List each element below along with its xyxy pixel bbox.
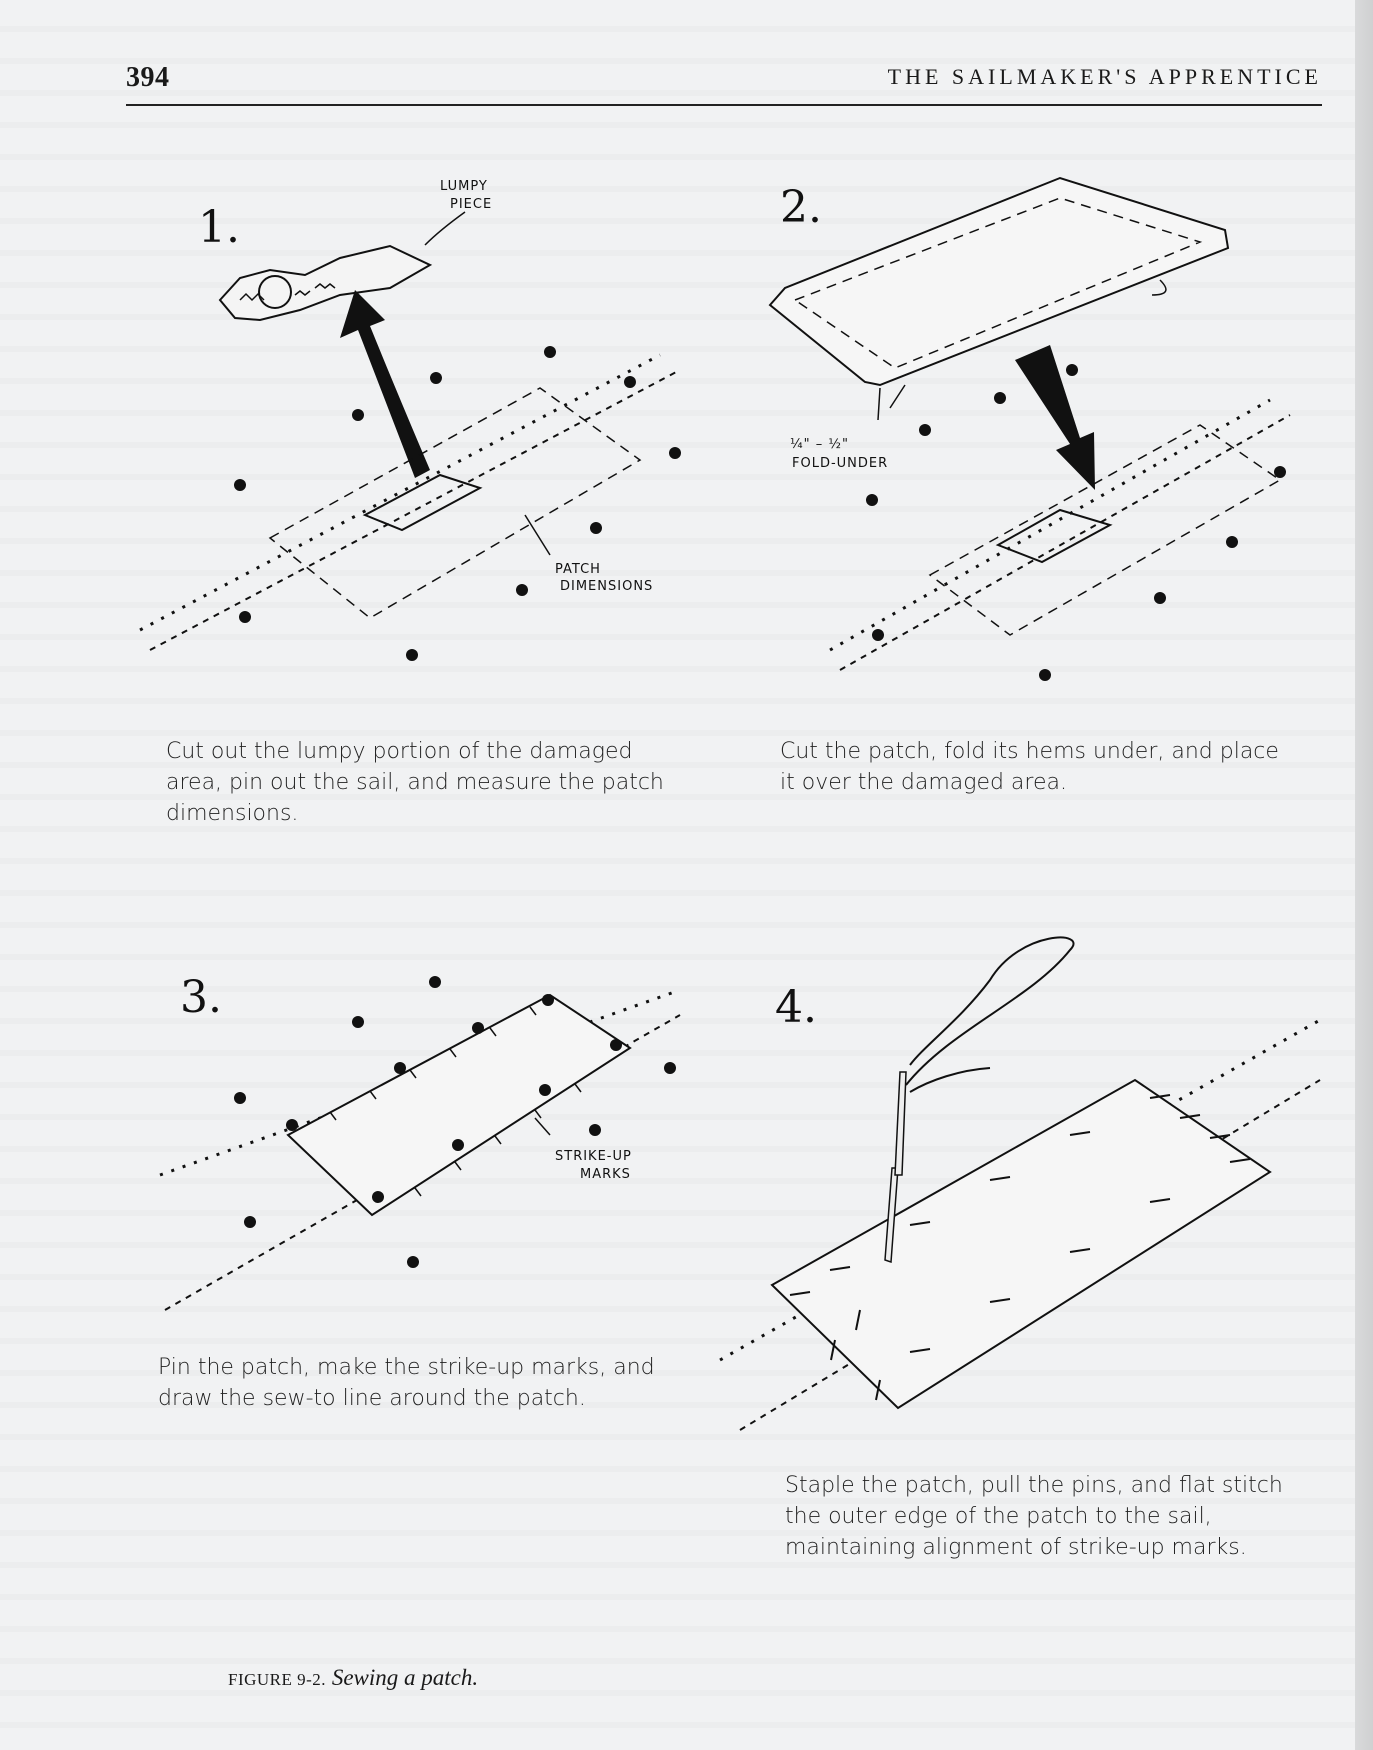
- pin: [872, 629, 884, 641]
- pin: [590, 522, 602, 534]
- pin: [544, 346, 556, 358]
- fold-size-leader: [878, 385, 905, 420]
- panel-3-caption: Pin the patch, make the strike-up marks,…: [158, 1352, 658, 1414]
- pin: [1039, 669, 1051, 681]
- pin: [624, 376, 636, 388]
- panel-2-number: 2.: [780, 182, 822, 233]
- strike-up-label-2: MARKS: [580, 1167, 631, 1182]
- lumpy-label-1: LUMPY: [440, 179, 488, 194]
- needle-shaft: [895, 1072, 906, 1175]
- pin: [589, 1124, 601, 1136]
- patch-dim-leader: [525, 515, 550, 555]
- pin: [406, 649, 418, 661]
- pin: [407, 1256, 419, 1268]
- panel-3-number: 3.: [180, 972, 222, 1023]
- lumpy-piece-shape: [220, 246, 430, 320]
- panel-1-number: 1.: [198, 202, 240, 253]
- fold-under-label: FOLD-UNDER: [792, 456, 888, 471]
- panel-4-illustration: 4.: [710, 940, 1330, 1440]
- pin: [516, 584, 528, 596]
- pin: [669, 447, 681, 459]
- seam-line-lower: [150, 370, 680, 650]
- panel-2-caption: Cut the patch, fold its hems under, and …: [780, 736, 1300, 798]
- place-arrow: [1015, 345, 1095, 490]
- thread-loop: [906, 938, 1074, 1085]
- fold-arrow: [1152, 280, 1166, 295]
- pin: [430, 372, 442, 384]
- pin: [244, 1216, 256, 1228]
- pin: [286, 1119, 298, 1131]
- cut-out-area: [365, 475, 480, 530]
- strike-up-leader: [535, 1118, 550, 1135]
- thread-tail: [910, 1068, 990, 1092]
- pin: [1154, 592, 1166, 604]
- pin: [472, 1022, 484, 1034]
- pin: [452, 1139, 464, 1151]
- strike-up-label-1: STRIKE-UP: [555, 1149, 632, 1164]
- pin: [352, 409, 364, 421]
- panel-4-number: 4.: [775, 982, 817, 1033]
- pin: [866, 494, 878, 506]
- page-number: 394: [126, 62, 170, 94]
- pin: [239, 611, 251, 623]
- pin: [610, 1039, 622, 1051]
- pin: [664, 1062, 676, 1074]
- pins: [866, 364, 1286, 681]
- page-header: 394 THE SAILMAKER'S APPRENTICE: [126, 58, 1322, 106]
- pin: [539, 1084, 551, 1096]
- pin: [394, 1062, 406, 1074]
- figure-caption: FIGURE 9-2. Sewing a patch.: [228, 1665, 478, 1691]
- folded-patch: [770, 178, 1228, 385]
- lift-arrow: [340, 290, 430, 478]
- pin: [994, 392, 1006, 404]
- figure-label: FIGURE 9-2.: [228, 1670, 326, 1689]
- pin: [1226, 536, 1238, 548]
- panel-2-illustration: 2. ¼" – ½" FOLD-UNDER: [760, 170, 1320, 730]
- patch-dim-label-1: PATCH: [555, 562, 601, 577]
- lumpy-label-2: PIECE: [450, 197, 492, 212]
- panel-1-illustration: 1. LUMPY PIECE PATCH DIMENSIONS: [140, 170, 700, 730]
- fold-size-label: ¼" – ½": [790, 437, 849, 452]
- panel-4: 4. Staple the patch, pull the pins, and …: [710, 940, 1330, 1570]
- damaged-area: [998, 510, 1110, 562]
- panel-1: 1. LUMPY PIECE PATCH DIMENSIONS: [140, 170, 700, 730]
- pin: [542, 994, 554, 1006]
- pin: [919, 424, 931, 436]
- panel-1-caption: Cut out the lumpy portion of the damaged…: [166, 736, 666, 829]
- patch-outline: [930, 425, 1280, 635]
- pin: [429, 976, 441, 988]
- patch-outline: [288, 995, 630, 1215]
- pin: [1274, 466, 1286, 478]
- page-edge-shadow: [1355, 0, 1373, 1750]
- pin: [1066, 364, 1078, 376]
- patch-outline: [772, 1080, 1270, 1408]
- pin: [372, 1191, 384, 1203]
- pin: [234, 479, 246, 491]
- pins: [234, 346, 681, 661]
- pin: [234, 1092, 246, 1104]
- lumpy-leader: [425, 212, 465, 245]
- patch-dim-label-2: DIMENSIONS: [560, 579, 653, 594]
- running-title: THE SAILMAKER'S APPRENTICE: [888, 64, 1322, 90]
- figure-title: Sewing a patch.: [332, 1665, 478, 1690]
- panel-2: 2. ¼" – ½" FOLD-UNDER Cut the patch, fol…: [760, 170, 1320, 730]
- pin: [352, 1016, 364, 1028]
- panel-4-caption: Staple the patch, pull the pins, and fla…: [785, 1470, 1285, 1563]
- panel-3: 3. STRIKE-UP MARKS Pin the patch, mak: [140, 960, 700, 1440]
